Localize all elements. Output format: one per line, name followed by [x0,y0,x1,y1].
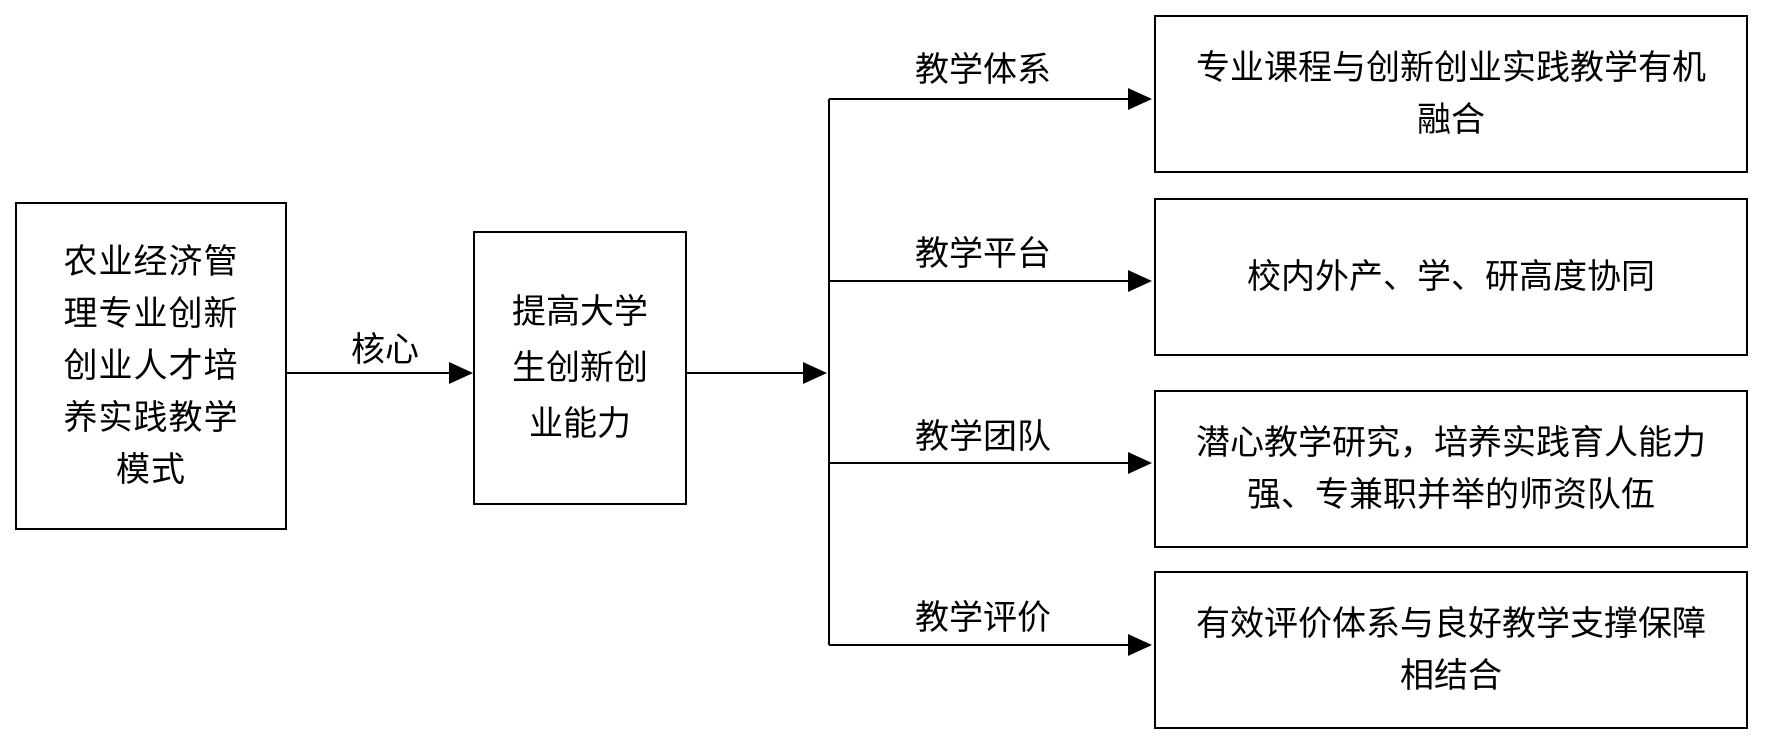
branch-box-teaching-team: 潜心教学研究，培养实践育人能力强、专兼职并举的师资队伍 [1154,390,1748,548]
core-label: 核心 [351,330,419,370]
branch-box-text: 潜心教学研究，培养实践育人能力强、专兼职并举的师资队伍 [1196,423,1706,515]
branch-box-text: 有效评价体系与良好教学支撑保障相结合 [1196,604,1706,696]
branch-box-teaching-evaluation: 有效评价体系与良好教学支撑保障相结合 [1154,571,1748,729]
arrowhead-core [449,362,473,384]
branch-box-text: 校内外产、学、研高度协同 [1247,257,1655,297]
goal-box: 提高大学生创新创业能力 [473,231,687,505]
branch-label-teaching-system: 教学体系 [915,50,1051,90]
arrowhead-mid [803,362,827,384]
source-box: 农业经济管理专业创新创业人才培养实践教学模式 [15,202,287,530]
branch-box-teaching-platform: 校内外产、学、研高度协同 [1154,198,1748,356]
branch-box-text: 专业课程与创新创业实践教学有机融合 [1196,48,1706,140]
source-box-text: 农业经济管理专业创新创业人才培养实践教学模式 [63,242,239,490]
branch-label-teaching-platform: 教学平台 [915,234,1051,274]
branch-label-teaching-team: 教学团队 [915,417,1051,457]
arrowhead-branch-4 [1128,634,1152,656]
arrowhead-branch-3 [1128,452,1152,474]
arrowhead-branch-1 [1128,88,1152,110]
goal-box-text: 提高大学生创新创业能力 [512,292,648,444]
branch-label-teaching-evaluation: 教学评价 [915,598,1051,638]
arrowhead-branch-2 [1128,270,1152,292]
branch-box-teaching-system: 专业课程与创新创业实践教学有机融合 [1154,15,1748,173]
